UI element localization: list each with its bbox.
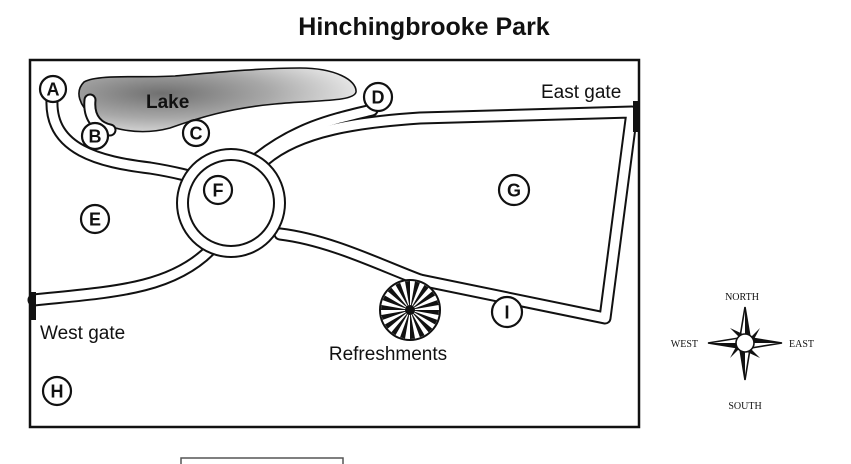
map-title: Hinchingbrooke Park (298, 13, 550, 41)
refreshments-icon (379, 279, 441, 341)
refreshments-spoke (381, 305, 410, 310)
refreshments-spoke (410, 284, 429, 310)
refreshments-spoke (381, 310, 410, 320)
refreshments-spoke (384, 310, 410, 329)
svg-text:E: E (89, 210, 101, 230)
refreshments-spoke (410, 281, 420, 310)
refreshments-spoke (410, 300, 439, 310)
park-boundary (28, 58, 641, 429)
answer-box[interactable] (180, 457, 344, 464)
lake-label: Lake (146, 92, 189, 113)
compass-south-label: SOUTH (728, 401, 761, 412)
marker-f: F (202, 174, 234, 206)
refreshments-spoke (387, 287, 410, 310)
refreshments-spoke (410, 310, 439, 315)
refreshments-spoke (382, 295, 410, 310)
svg-text:I: I (504, 303, 509, 323)
refreshments-label: Refreshments (329, 344, 447, 365)
west-gate-marker (29, 292, 36, 320)
east-gate-marker (633, 101, 640, 132)
west-gate-label: West gate (40, 323, 125, 344)
compass-rose-icon (707, 306, 783, 381)
refreshments-spoke (410, 310, 438, 325)
marker-g: G (497, 173, 531, 207)
svg-text:H: H (51, 382, 64, 402)
refreshments-spoke (410, 310, 425, 338)
marker-b: B (80, 121, 110, 151)
refreshments-spoke (405, 281, 410, 310)
east-gate-label: East gate (541, 82, 621, 103)
marker-a: A (38, 74, 68, 104)
refreshments-spoke (400, 310, 410, 339)
svg-text:C: C (190, 124, 203, 144)
compass-east-label: EAST (789, 339, 814, 350)
svg-text:A: A (47, 80, 60, 100)
compass-west-label: WEST (671, 339, 698, 350)
compass-north-label: NORTH (725, 292, 759, 303)
roundabout-inner (187, 159, 275, 247)
refreshments-spoke (410, 310, 433, 333)
refreshments-spoke (410, 291, 436, 310)
paths (27, 93, 639, 325)
svg-text:F: F (213, 181, 224, 201)
marker-i: I (490, 295, 524, 329)
marker-e: E (79, 203, 111, 235)
svg-text:B: B (89, 127, 102, 147)
marker-d: D (362, 81, 394, 113)
refreshments-spoke (391, 310, 410, 336)
svg-text:G: G (507, 181, 521, 201)
refreshments-spoke (395, 282, 410, 310)
marker-c: C (181, 118, 211, 148)
marker-h: H (41, 375, 73, 407)
svg-text:D: D (372, 88, 385, 108)
refreshments-spoke (410, 310, 415, 339)
